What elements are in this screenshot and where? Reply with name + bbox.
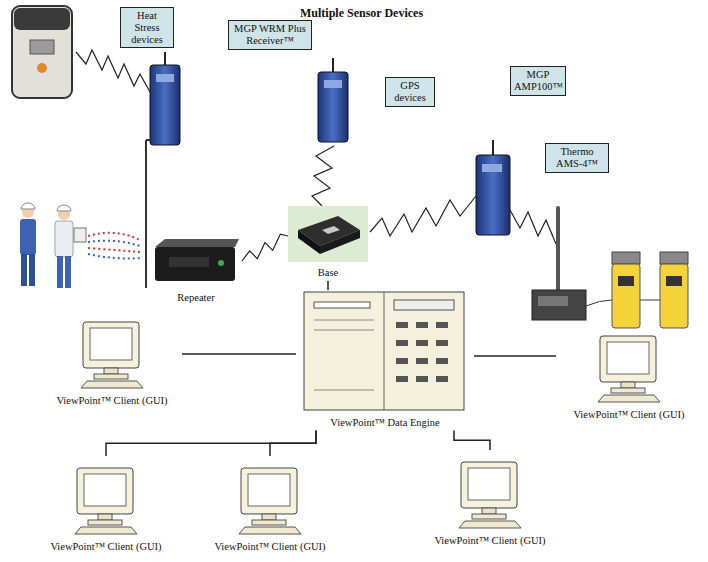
callout-text: Thermo AMS-4™ bbox=[556, 146, 598, 169]
callout-box: GPS devices bbox=[385, 77, 435, 107]
device-label: ViewPoint™ Client (GUI) bbox=[48, 540, 163, 555]
radio-unit bbox=[150, 52, 180, 145]
device-label: Repeater bbox=[175, 291, 216, 306]
callout-box: Heat Stress devices bbox=[120, 7, 174, 48]
callout-text: Heat Stress devices bbox=[131, 10, 163, 45]
wireless-link bbox=[242, 234, 288, 261]
diagram-title: Multiple Sensor Devices bbox=[300, 6, 423, 21]
device-label: ViewPoint™ Client (GUI) bbox=[54, 394, 169, 409]
radio-unit bbox=[318, 58, 348, 142]
radio-beam bbox=[88, 233, 140, 259]
device-label: ViewPoint™ Client (GUI) bbox=[432, 534, 547, 549]
callout-box: MGP WRM Plus Receiver™ bbox=[228, 20, 312, 50]
client-node: ViewPoint™ Client (GUI) bbox=[420, 450, 560, 549]
data-engine-server bbox=[300, 290, 470, 412]
network-line bbox=[474, 355, 556, 357]
callout-text: GPS devices bbox=[394, 80, 426, 103]
device-label: Base bbox=[316, 266, 340, 281]
workers bbox=[20, 203, 86, 288]
client-computer bbox=[71, 456, 141, 536]
device-label: ViewPoint™ Data Engine bbox=[328, 416, 441, 431]
repeater-node: Repeater bbox=[150, 235, 242, 306]
callout-box: MGP AMP100™ bbox=[510, 66, 566, 96]
antenna-pole bbox=[146, 139, 152, 141]
heat-stress-device bbox=[12, 6, 72, 98]
network-line bbox=[270, 431, 316, 456]
antenna-pole bbox=[145, 140, 147, 288]
base-station bbox=[288, 206, 368, 262]
network-line bbox=[182, 353, 296, 355]
client-computer bbox=[455, 450, 525, 530]
device-label: ViewPoint™ Client (GUI) bbox=[212, 540, 327, 555]
network-line bbox=[454, 431, 490, 450]
area-monitors bbox=[532, 208, 688, 328]
device-label: ViewPoint™ Client (GUI) bbox=[571, 408, 686, 423]
callout-box: Thermo AMS-4™ bbox=[545, 143, 609, 173]
repeater-device bbox=[151, 235, 241, 287]
client-node: ViewPoint™ Client (GUI) bbox=[200, 456, 340, 555]
network-line bbox=[106, 431, 316, 456]
base-node: Base bbox=[288, 206, 368, 281]
callout-text: MGP AMP100™ bbox=[514, 69, 563, 92]
network-line bbox=[327, 281, 329, 290]
radio-unit bbox=[476, 140, 510, 235]
client-node: ViewPoint™ Client (GUI) bbox=[36, 456, 176, 555]
client-computer bbox=[77, 318, 147, 390]
client-computer bbox=[235, 456, 305, 536]
client-node: ViewPoint™ Client (GUI) bbox=[556, 320, 702, 423]
client-computer bbox=[594, 320, 664, 404]
callout-text: MGP WRM Plus Receiver™ bbox=[234, 23, 306, 46]
client-node: ViewPoint™ Client (GUI) bbox=[42, 318, 182, 409]
data-engine-node: ViewPoint™ Data Engine bbox=[296, 290, 474, 431]
